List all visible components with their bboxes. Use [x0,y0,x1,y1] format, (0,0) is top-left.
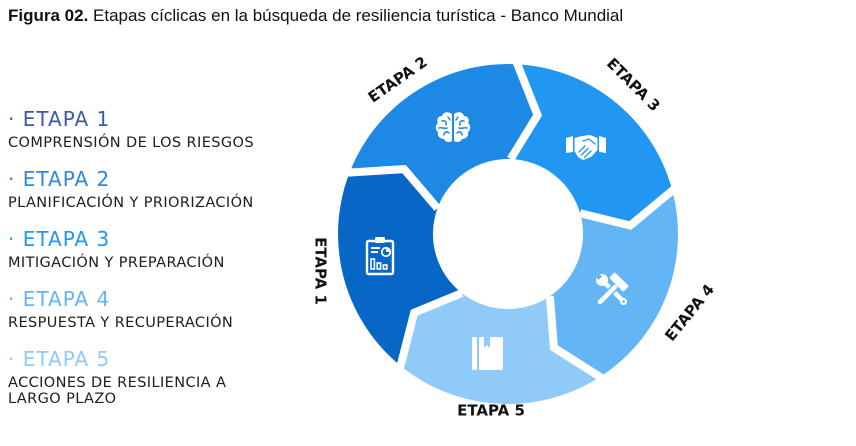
book-icon [472,337,503,370]
figure-title: Figura 02. Etapas cíclicas en la búsqued… [8,6,623,26]
clipboard-chart-icon [365,237,395,276]
bullet: · [8,227,16,251]
stage-title: ETAPA 2 [22,167,111,191]
stage-description: COMPRENSIÓN DE LOS RIESGOS [8,135,254,151]
stage-title: ETAPA 5 [22,347,111,371]
stage-label: · ETAPA 4 [8,289,278,309]
stage-item-2: · ETAPA 2 PLANIFICACIÓN Y PRIORIZACIÓN [8,169,278,211]
stage-description: ACCIONES DE RESILIENCIA A LARGO PLAZO [8,375,227,407]
stage-description: PLANIFICACIÓN Y PRIORIZACIÓN [8,195,254,211]
stage-title: ETAPA 4 [22,287,111,311]
segment-etapa-5 [403,293,604,405]
bullet: · [8,107,16,131]
stage-label: · ETAPA 1 [8,109,278,129]
handshake-icon [566,135,606,160]
stage-description: RESPUESTA Y RECUPERACIÓN [8,315,234,331]
stage-title: ETAPA 3 [22,227,111,251]
brain-icon [435,112,471,143]
stage-label: · ETAPA 5 [8,349,253,369]
bullet: · [8,167,16,191]
segment-gaps [340,54,682,385]
stage-item-5: · ETAPA 5 ACCIONES DE RESILIENCIA A LARG… [8,349,253,407]
stage-item-1: · ETAPA 1 COMPRENSIÓN DE LOS RIESGOS [8,109,278,151]
figure-caption: Etapas cíclicas en la búsqueda de resili… [88,6,624,25]
stage-description: MITIGACIÓN Y PREPARACIÓN [8,255,225,271]
stage-item-4: · ETAPA 4 RESPUESTA Y RECUPERACIÓN [8,289,278,331]
ring-label-etapa-5: ETAPA 5 [457,401,525,420]
bullet: · [8,347,16,371]
segment-etapa-1 [338,169,462,368]
ring-label-etapa-1: ETAPA 1 [311,237,330,305]
stage-title: ETAPA 1 [22,107,111,131]
stage-label: · ETAPA 2 [8,169,278,189]
stage-label: · ETAPA 3 [8,229,278,249]
bullet: · [8,287,16,311]
tools-icon [594,272,629,306]
figure-number: Figura 02. [8,6,89,25]
stage-item-3: · ETAPA 3 MITIGACIÓN Y PREPARACIÓN [8,229,278,271]
